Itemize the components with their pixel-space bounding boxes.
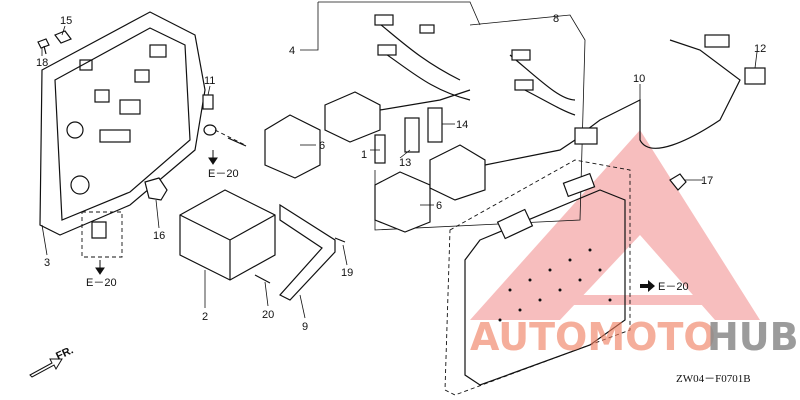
label-11: 11 (204, 75, 215, 87)
label-6b: 6 (436, 200, 442, 212)
label-18: 18 (36, 57, 48, 69)
bracket (279, 203, 336, 301)
clip (374, 134, 386, 164)
clip (202, 94, 214, 110)
wire-harness-a (374, 19, 471, 111)
ignition-coil-a (264, 91, 381, 179)
bolt (37, 38, 50, 55)
bolt (334, 237, 346, 243)
label-12: 12 (754, 43, 766, 55)
label-13: 13 (399, 157, 411, 169)
label-2: 2 (202, 311, 208, 323)
front-arrow-icon (29, 358, 63, 378)
figure-code: ZW04－F0701B (676, 373, 751, 385)
label-17: 17 (701, 175, 713, 187)
ref-e20-c: E－20 (658, 281, 689, 293)
grommet (54, 30, 72, 44)
label-19: 19 (341, 267, 353, 279)
clip (404, 117, 420, 153)
connector (91, 221, 107, 239)
label-16: 16 (153, 230, 165, 242)
ecu-box (179, 189, 276, 281)
ref-e20-b: E－20 (86, 277, 117, 289)
clip (427, 107, 443, 143)
connector (704, 34, 730, 48)
arrow-down-icon (208, 150, 218, 165)
washer (203, 124, 217, 136)
arrow-right-icon (640, 280, 655, 292)
cover-panel (39, 11, 206, 236)
panel-holes (498, 248, 612, 322)
watermark-text-b: HUB (707, 315, 799, 359)
arrow-down-icon (95, 260, 105, 275)
sensor (144, 177, 168, 201)
ignition-coil-b (374, 144, 486, 233)
label-9: 9 (302, 321, 308, 333)
sensor-wire (579, 39, 741, 149)
cap (744, 67, 766, 85)
label-6a: 6 (319, 140, 325, 152)
label-10: 10 (633, 73, 645, 85)
ref-e20-a: E－20 (208, 168, 239, 180)
bolt (254, 274, 271, 284)
connector (574, 127, 598, 145)
screw (227, 137, 247, 147)
label-14: 14 (456, 119, 468, 131)
front-label: FR. (54, 344, 75, 362)
leader-lines (41, 25, 758, 319)
label-8: 8 (553, 13, 559, 25)
air-cleaner-panel (444, 159, 631, 396)
label-20: 20 (262, 309, 274, 321)
label-3: 3 (44, 257, 50, 269)
clamp (669, 173, 687, 191)
wire-harness-b (484, 54, 591, 166)
label-15: 15 (60, 15, 72, 27)
label-4: 4 (289, 45, 295, 57)
label-1: 1 (361, 149, 367, 161)
watermark-text-a: AUTOMOTO (470, 315, 716, 359)
